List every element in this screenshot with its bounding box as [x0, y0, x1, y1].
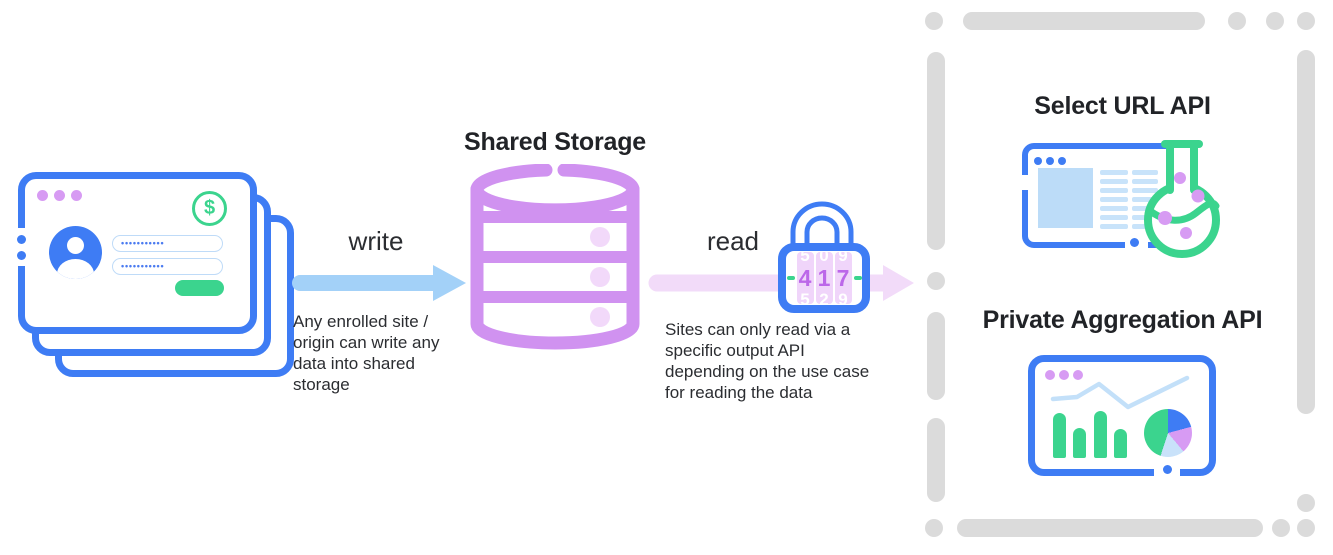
- dial-digit: 7: [836, 265, 850, 291]
- bar-chart-bar: [1094, 411, 1107, 458]
- avatar-head-shape: [67, 237, 84, 254]
- select-url-api-title: Select URL API: [1034, 92, 1211, 120]
- write-arrow-icon: [292, 265, 466, 301]
- bar-chart-bar: [1073, 428, 1086, 458]
- content-placeholder-rect: [1038, 168, 1093, 228]
- dial-column-2: 0 1 2: [815, 252, 833, 304]
- dial-marker-left: [786, 275, 795, 281]
- private-aggregation-api-title: Private Aggregation API: [982, 306, 1263, 334]
- submit-button-shape: [175, 280, 224, 296]
- line-chart-icon: [1050, 375, 1190, 410]
- write-label: write: [348, 226, 404, 256]
- window-dot-icon: [1058, 157, 1066, 165]
- window-dot-icon: [1045, 370, 1055, 380]
- dial-digit: 4: [798, 265, 812, 291]
- window-dot-icon: [1073, 370, 1083, 380]
- password-field-2: •••••••••••: [112, 258, 223, 275]
- border-break-dot: [17, 250, 26, 260]
- combination-lock-icon: 5 4 5 0 1 2 9 7 9: [778, 243, 870, 313]
- write-note: Any enrolled site / origin can write any…: [293, 312, 440, 394]
- front-window-card: $ ••••••••••• •••••••••••: [17, 172, 257, 334]
- dollar-badge-icon: $: [192, 191, 227, 226]
- dial-digit: 1: [817, 265, 831, 291]
- password-field-1: •••••••••••: [112, 235, 223, 252]
- user-avatar-icon: [49, 226, 102, 279]
- dial-marker-right: [853, 275, 862, 281]
- window-dot-icon: [1034, 157, 1042, 165]
- border-break-dot: [1129, 237, 1139, 247]
- shared-storage-title: Shared Storage: [464, 128, 646, 156]
- flask-icon: [1144, 140, 1220, 258]
- database-icon: [470, 164, 640, 350]
- read-note: Sites can only read via a specific outpu…: [665, 320, 870, 402]
- dial-column-1: 5 4 5: [796, 252, 814, 304]
- lock-shackle-icon: [790, 201, 854, 256]
- window-dot-icon: [1059, 370, 1069, 380]
- read-label: read: [706, 226, 760, 256]
- border-break-dot: [1162, 465, 1172, 474]
- avatar-body-shape: [57, 259, 94, 279]
- bar-chart-bar: [1114, 429, 1127, 458]
- bar-chart-bar: [1053, 413, 1066, 458]
- dial-column-3: 9 7 9: [834, 252, 852, 304]
- border-break-dot: [17, 234, 26, 244]
- pie-chart-icon: [1144, 409, 1192, 457]
- window-dot-icon: [1046, 157, 1054, 165]
- dashboard-chart-icon: [1028, 355, 1216, 476]
